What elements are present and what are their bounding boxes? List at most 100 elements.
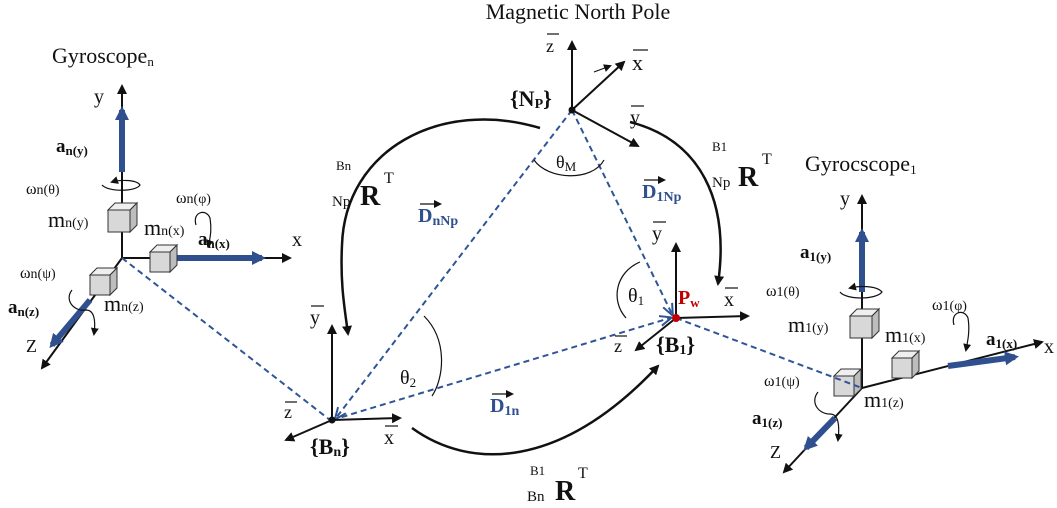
rotation-left-bottom: Np [332, 194, 350, 210]
gyro-n-accel-z-label: an(z) [8, 297, 39, 319]
gyro-n-accel-z-arrow [49, 298, 93, 349]
frame-b1: y x z Pw {B1} [614, 223, 750, 358]
gyro-n-cube-x [148, 243, 179, 274]
gyroscope-1: Gyrocscope1 y x Z a1(y) a1(x) a1(z) ω1(θ… [752, 151, 1054, 474]
gyro-n-omega-phi-label: ωn(φ) [176, 190, 211, 207]
angle-theta-1-label: θ1 [628, 285, 644, 308]
gyro-1-title: Gyrocscope1 [805, 151, 917, 177]
frame-np-z-label: z [546, 36, 554, 56]
frame-b1-y-label: y [652, 223, 662, 245]
point-pw-label: Pw [678, 287, 700, 310]
frame-np: z x y {NP} [510, 36, 643, 147]
rotation-right-t: T [762, 151, 772, 168]
gyro-n-accel-x-label: an(x) [198, 229, 230, 251]
frame-b1-z-label: z [614, 336, 622, 356]
vector-d-nnp-line [336, 109, 573, 418]
gyro-1-rot-psi-icon [814, 391, 843, 442]
vector-labels: DnNp D1Np D1n [418, 176, 682, 419]
gyro-n-title: Gyroscopen [52, 43, 154, 69]
rotation-bottom-r: R [555, 476, 576, 507]
frame-b1-x-axis [675, 311, 750, 322]
rotation-bottom-bottom: Bn [527, 489, 545, 505]
frame-b1-x-label: x [724, 289, 734, 311]
gyro-1-mag-x-label: m1(x) [885, 322, 926, 347]
frame-np-x-label: x [632, 50, 643, 75]
gyro-n-x-label: x [292, 229, 302, 251]
gyro-n-mag-x-label: mn(x) [144, 215, 185, 240]
gyro-1-omega-theta-label: ω1(θ) [766, 283, 800, 300]
frame-b1-label: {B1} [656, 332, 695, 358]
gyro-1-cube-y [848, 307, 881, 340]
link-gyro-n-to-bn [121, 257, 331, 421]
vector-d-1np-label: D1Np [642, 181, 682, 205]
rotation-label-right: B1 Np R T [712, 139, 772, 193]
gyro-1-cube-x [890, 349, 921, 380]
gyro-1-accel-x-arrow [947, 351, 1019, 369]
gyro-n-y-label: y [94, 86, 104, 108]
vector-d-1n-label: D1n [490, 395, 519, 419]
frame-np-compass-icon [593, 64, 612, 73]
frame-np-y-axis [571, 109, 640, 147]
gyro-1-cube-z [832, 367, 863, 398]
gyro-1-rot-theta-icon [839, 282, 883, 299]
rotation-arc-right [629, 120, 725, 286]
rotation-left-t: T [384, 170, 394, 187]
rotation-left-r: R [360, 181, 381, 212]
rotation-left-top: Bn [336, 158, 352, 173]
vector-d-1n-line [331, 318, 670, 421]
page-title: Magnetic North Pole [486, 0, 671, 24]
gyro-1-rot-phi-icon [952, 311, 972, 352]
gyro-n-omega-theta-label: ωn(θ) [26, 181, 60, 198]
gyro-1-accel-y-label: a1(y) [800, 242, 831, 264]
gyro-n-z-label: Z [26, 336, 37, 356]
gyroscope-n: Gyroscopen y x Z an(y) an(x) an(z) ωn(θ)… [8, 43, 302, 370]
frame-bn-x-label: x [384, 427, 394, 449]
frame-bn-x-axis [331, 413, 402, 424]
frame-b1-z-axis [634, 317, 677, 352]
gyro-n-cube-y [106, 201, 139, 234]
gyro-n-mag-y-label: mn(y) [48, 207, 89, 232]
angle-theta-1-arc [616, 261, 641, 319]
frame-bn: y x z {Bn} [284, 307, 402, 460]
gyro-1-mag-y-label: m1(y) [788, 312, 829, 337]
frame-bn-label: {Bn} [310, 434, 350, 460]
gyro-1-x-label: x [1044, 336, 1054, 358]
gyro-1-accel-z-label: a1(z) [752, 408, 782, 430]
gyro-1-accel-x-label: a1(x) [986, 329, 1017, 351]
frame-bn-z-label: z [284, 402, 292, 422]
frame-np-origin [568, 106, 576, 114]
frame-np-label: {NP} [510, 86, 552, 112]
frame-bn-y-label: y [310, 307, 320, 329]
link-b1-to-gyro-1 [675, 317, 863, 389]
frame-np-y-label: y [630, 107, 640, 129]
gyro-n-rot-theta-icon [101, 176, 141, 191]
gyro-1-mag-z-label: m1(z) [864, 387, 904, 412]
rotation-label-bottom: B1 Bn R T [527, 463, 588, 507]
gyro-n-rot-phi-icon [194, 211, 214, 248]
frame-bn-z-axis [284, 419, 333, 442]
rotation-right-bottom: Np [712, 175, 730, 191]
angle-theta-2-arc [423, 315, 443, 397]
gyro-1-y-label: y [840, 188, 850, 210]
rotation-right-r: R [738, 162, 759, 193]
point-pw-marker [672, 314, 680, 322]
rotation-bottom-top: B1 [530, 463, 545, 478]
rotation-right-top: B1 [712, 139, 727, 154]
gyro-n-accel-y-label: an(y) [56, 136, 88, 158]
rotation-arc-bottom [411, 364, 660, 456]
gyro-1-omega-psi-label: ω1(ψ) [764, 373, 800, 390]
axis-overarrows [285, 33, 738, 427]
vector-d-1np-line [571, 109, 672, 314]
gyro-n-cube-z [88, 266, 119, 297]
frame-bn-origin [328, 416, 336, 424]
gyro-n-rot-psi-icon [68, 289, 99, 336]
gyro-n-omega-psi-label: ωn(ψ) [20, 265, 56, 282]
rotation-bottom-t: T [578, 465, 588, 482]
gyro-1-z-label: Z [770, 442, 781, 462]
vector-d-nnp-label: DnNp [418, 205, 458, 229]
rotation-arc-left [340, 118, 541, 336]
frame-np-x-axis [571, 60, 626, 111]
gyro-1-omega-phi-label: ω1(φ) [932, 297, 967, 314]
angles: θM θ1 θ2 [400, 152, 644, 397]
